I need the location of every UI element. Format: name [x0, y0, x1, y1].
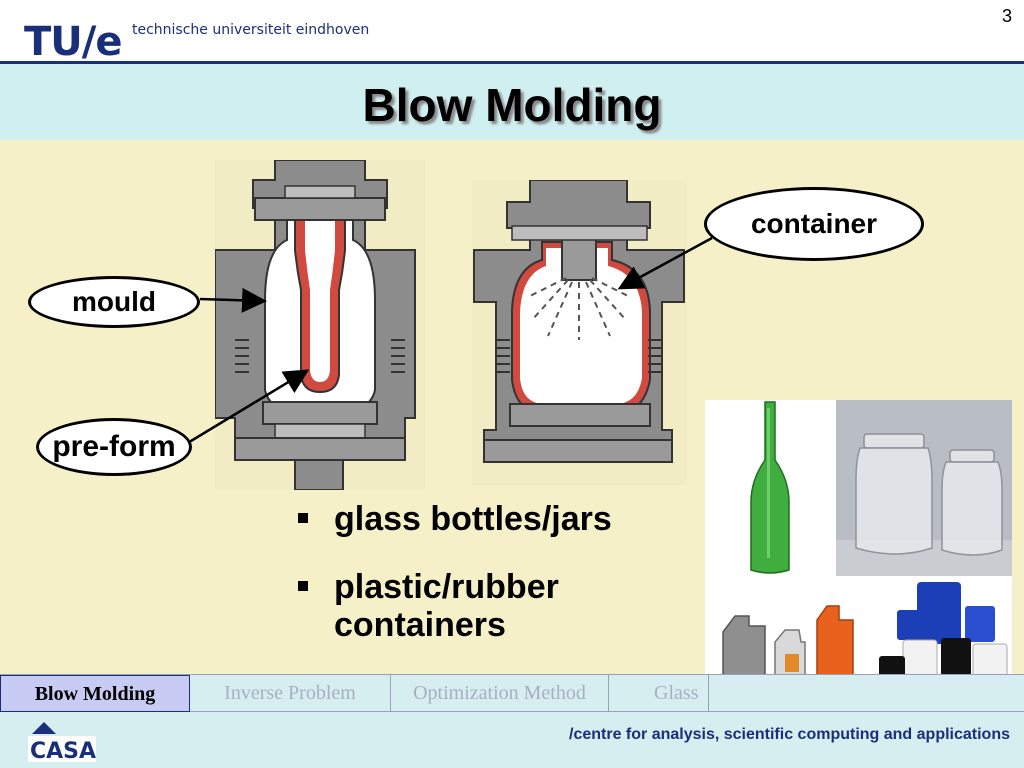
square-bullet-icon [298, 581, 308, 591]
green-bottle-photo [705, 400, 836, 576]
glass-jars-photo [836, 400, 1012, 576]
section-nav: Blow Molding Inverse Problem Optimizatio… [0, 674, 1024, 712]
header-divider [0, 61, 1024, 64]
tue-logo: TU/e [24, 19, 123, 65]
casa-logo-text: CASA [30, 739, 96, 764]
label-mould: mould [28, 276, 200, 328]
tab-optimization-method[interactable]: Optimization Method [391, 675, 609, 712]
bullet-item: glass bottles/jars [296, 500, 716, 538]
mould-preform-diagram [214, 159, 425, 495]
university-name: technische universiteit eindhoven [132, 22, 370, 38]
tab-glass[interactable]: Glass [609, 675, 709, 712]
label-preform: pre-form [36, 418, 192, 476]
tab-blow-molding[interactable]: Blow Molding [0, 675, 190, 712]
bullet-item: plastic/rubber containers [296, 568, 716, 644]
bullet-list: glass bottles/jars plastic/rubber contai… [296, 500, 716, 674]
footer-tagline: /centre for analysis, scientific computi… [569, 726, 1010, 743]
tab-inverse-problem[interactable]: Inverse Problem [190, 675, 391, 712]
page-number: 3 [1001, 6, 1012, 26]
slide-title: Blow Molding [362, 79, 662, 131]
title-band [0, 64, 1024, 140]
header: TU/e technische universiteit eindhoven 3 [0, 0, 1024, 64]
label-container: container [704, 187, 924, 261]
casa-logo: CASA [26, 720, 98, 768]
footer: CASA /centre for analysis, scientific co… [0, 712, 1024, 768]
blown-container-diagram [472, 179, 687, 490]
bullet-text: plastic/rubber containers [334, 568, 559, 644]
square-bullet-icon [298, 513, 308, 523]
bullet-text: glass bottles/jars [334, 500, 612, 538]
